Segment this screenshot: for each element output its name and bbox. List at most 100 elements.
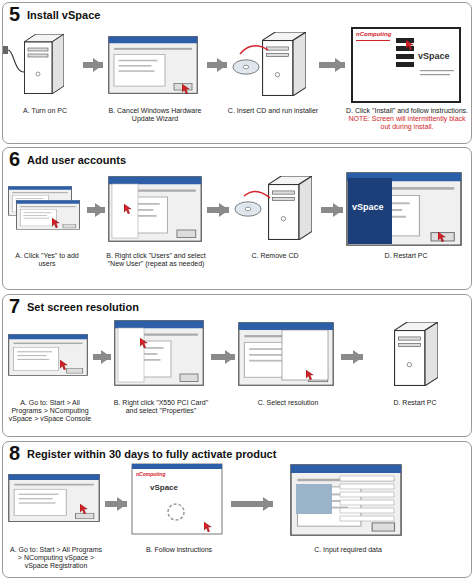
cd-disc (233, 60, 259, 74)
step-panel: 5 Install vSpace A. Turn on PC B. Cancel Wi… (2, 2, 472, 144)
tree-pane (118, 328, 144, 382)
properties-screenshot (239, 323, 333, 386)
flow-arrow (319, 62, 345, 68)
step-caption: D. Restart PC (363, 399, 467, 407)
registration-screenshot (132, 464, 222, 534)
start-menu-screenshot (9, 475, 99, 522)
wizard-screenshot (109, 37, 198, 94)
form-field (340, 516, 394, 521)
step-caption: C. Remove CD (229, 252, 321, 260)
caption-block: C. Input required data (273, 546, 423, 554)
step-title: Add user accounts (27, 154, 126, 167)
caption-block: A. Go to: Start > All Programs > NComput… (7, 546, 105, 570)
caption-block: B. Cancel Windows Hardware Update Wizard (103, 107, 207, 123)
step-caption: C. Input required data (273, 546, 423, 554)
flow-arrow (105, 501, 127, 507)
instruction-step: D. Click "Install" and follow instructio… (345, 27, 469, 141)
step-caption: D. Click "Install" and follow instructio… (345, 107, 469, 115)
caption-block: D. Restart PC (343, 252, 469, 260)
instruction-step: A. Go to: Start > All Programs > NComput… (7, 466, 105, 575)
click-cursor (306, 370, 313, 380)
form-field (340, 500, 394, 505)
form-image (296, 484, 332, 514)
title-bar (132, 464, 222, 469)
step-number: 8 (9, 442, 20, 464)
caption-block: D. Click "Install" and follow instructio… (345, 107, 469, 131)
step-caption: A. Click "Yes" to add users (7, 252, 87, 268)
step-caption: A. Go to: Start > All Programs > NComput… (7, 399, 93, 423)
instruction-step: B. Cancel Windows Hardware Update Wizard (103, 27, 207, 141)
click-cursor (182, 84, 189, 94)
step-panel: 6 Add user accounts A. Click "Yes" to add … (2, 147, 472, 290)
instruction-step: A. Turn on PC (7, 27, 83, 141)
flow-arrow (321, 207, 343, 213)
form-field (340, 476, 394, 481)
brand-panel (348, 178, 392, 244)
step-title: Install vSpace (27, 9, 100, 22)
flow-arrow (83, 62, 103, 68)
step-caption: D. Restart PC (343, 252, 469, 260)
restart-screenshot (347, 173, 461, 245)
step-caption: B. Right click "Users" and select "New U… (105, 252, 207, 268)
pc-tower (268, 176, 312, 240)
click-cursor (438, 232, 445, 242)
click-cursor (204, 522, 211, 532)
tree-pane (112, 184, 138, 238)
power-cord (8, 50, 24, 72)
caption-block: B. Right click "X550 PCI Card" and selec… (111, 399, 211, 415)
step-panel: 7Set screen resolutionA. Go to: Start > … (2, 294, 472, 437)
flow-arrow (207, 62, 227, 68)
flow-arrow (341, 354, 363, 360)
flow-arrow (231, 501, 273, 507)
instruction-step: C. Input required data (273, 466, 423, 575)
step-title: Register within 30 days to fully activat… (27, 448, 276, 461)
instruction-step: A. Go to: Start > All Programs > NComput… (7, 319, 93, 434)
caption-block: D. Restart PC (363, 399, 467, 407)
step-number: 5 (9, 3, 20, 25)
instruction-step: C. Insert CD and run installer (227, 27, 319, 141)
screenshot-text: nComputing (136, 472, 165, 477)
form-field (340, 484, 394, 489)
step-panel: 8 Register within 30 days to fully activa… (2, 441, 472, 578)
flow-arrow (93, 354, 111, 360)
step-caption: C. Select resolution (235, 399, 341, 407)
caption-block: C. Insert CD and run installer (227, 107, 319, 115)
instruction-step: C. Remove CD (229, 172, 321, 287)
instruction-step: A. Click "Yes" to add users (7, 172, 87, 287)
form-screenshot (291, 465, 401, 535)
screenshot-text: vSpace (418, 52, 450, 61)
dialog-screenshot (17, 200, 80, 229)
resolution-dialog (282, 330, 328, 380)
logo-rule (356, 40, 390, 41)
step-caption: B. Follow instructions (127, 546, 231, 554)
caption-note: NOTE: Screen will intermittently black o… (345, 115, 469, 131)
flow-arrow (87, 207, 105, 213)
form-field (340, 492, 394, 497)
start-menu-screenshot (9, 334, 88, 375)
cd-disc (235, 202, 261, 216)
instruction-step: B. Right click "X550 PCI Card" and selec… (111, 319, 211, 434)
instruction-step: D. Restart PC (343, 172, 469, 287)
caption-block: A. Go to: Start > All Programs > NComput… (7, 399, 93, 423)
caption-block: A. Turn on PC (7, 107, 83, 115)
instruction-step: C. Select resolution (235, 319, 341, 434)
screen-text-line (420, 70, 454, 71)
click-cursor (60, 360, 67, 370)
click-cursor (80, 504, 87, 514)
menu-button (396, 54, 414, 59)
step-caption: C. Insert CD and run installer (227, 107, 319, 115)
instruction-step: B. Follow instructions (127, 466, 231, 575)
step-number: 7 (9, 295, 20, 317)
menu-button (396, 62, 414, 67)
instruction-step: D. Restart PC (363, 319, 467, 434)
flow-arrow (207, 207, 229, 213)
step-number: 6 (9, 148, 20, 170)
insert-arrow (240, 46, 268, 54)
caption-block: A. Click "Yes" to add users (7, 252, 87, 268)
form-field (340, 508, 394, 513)
users-screenshot (109, 177, 201, 242)
flow-arrow (211, 354, 235, 360)
pc-tower (24, 34, 64, 94)
